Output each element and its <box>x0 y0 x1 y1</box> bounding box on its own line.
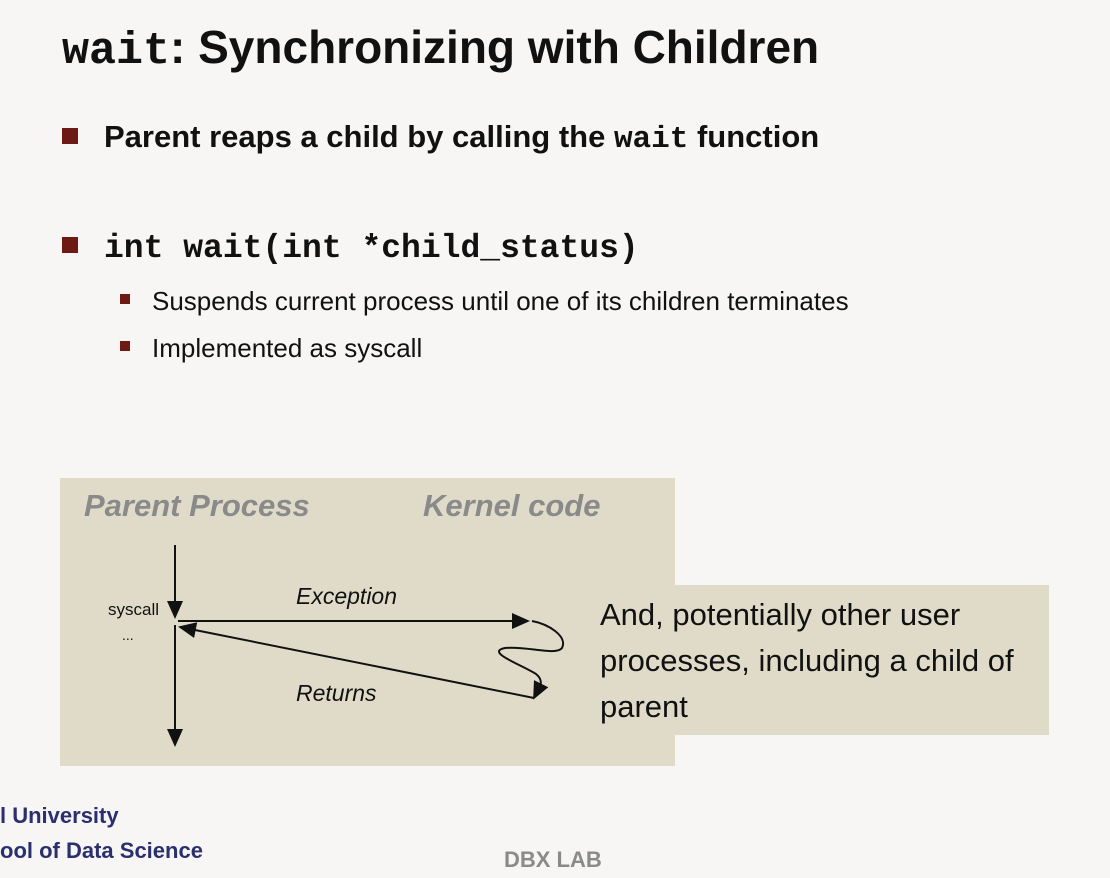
kernel-squiggle <box>498 620 565 700</box>
syscall-label: syscall <box>108 600 160 619</box>
wait-signature: int wait(int *child_status) <box>104 230 639 267</box>
sub-bullet-suspends: Suspends current process until one of it… <box>120 286 849 317</box>
bullet-suffix: function <box>688 119 820 154</box>
sub-bullet-syscall: Implemented as syscall <box>120 333 422 364</box>
bullet-square-icon <box>62 237 78 254</box>
title-text: : Synchronizing with Children <box>170 21 820 73</box>
slide-title: wait: Synchronizing with Children <box>62 20 819 77</box>
bullet-code: wait <box>613 122 689 157</box>
bullet-parent-reaps: Parent reaps a child by calling the wait… <box>62 119 819 157</box>
bullet-prefix: Parent reaps a child by calling the <box>104 119 614 154</box>
returns-label: Returns <box>296 680 377 706</box>
exception-label: Exception <box>296 583 398 609</box>
university-logo-line1: l University <box>0 803 119 828</box>
ellipsis-label: ... <box>122 627 134 643</box>
dbx-lab-watermark: DBX LAB <box>504 847 602 872</box>
sub-bullet-square-icon <box>120 294 130 305</box>
kernel-code-header: Kernel code <box>423 488 601 523</box>
callout-text: And, potentially other user processes, i… <box>600 597 1014 724</box>
returns-arrow <box>178 622 535 699</box>
sub-bullet-text: Suspends current process until one of it… <box>152 286 849 316</box>
callout-box <box>585 585 1049 735</box>
bullet-square-icon <box>62 127 78 144</box>
bullet-wait-signature: int wait(int *child_status) <box>62 230 639 267</box>
title-code: wait <box>62 26 171 77</box>
sub-bullet-text: Implemented as syscall <box>152 333 423 363</box>
parent-process-header: Parent Process <box>84 488 310 523</box>
sub-bullet-square-icon <box>120 341 130 352</box>
university-logo-line2: ool of Data Science <box>0 838 203 863</box>
